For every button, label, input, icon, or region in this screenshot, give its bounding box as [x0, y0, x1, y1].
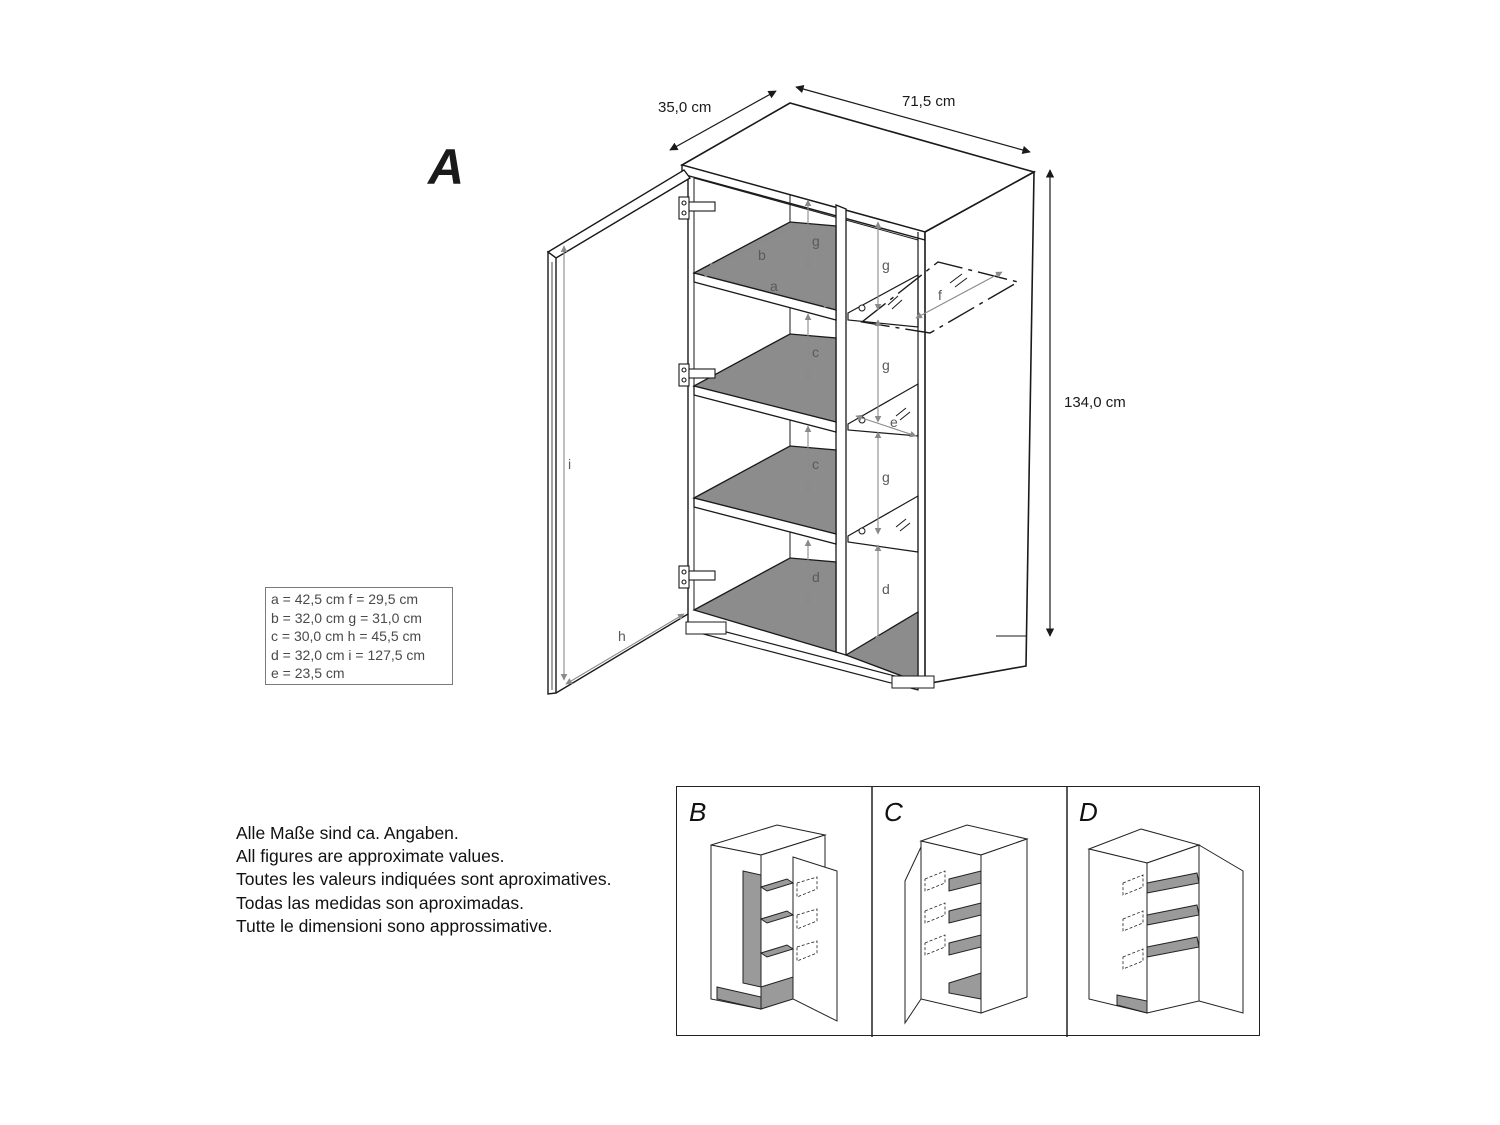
middle-divider — [835, 204, 847, 656]
door-bottom-edge — [555, 613, 689, 694]
variant-label-d: D — [1079, 797, 1098, 827]
door-panel — [546, 169, 692, 259]
depth-dimension-line — [669, 90, 777, 151]
depth-dimension-label: 35,0 cm — [658, 99, 712, 116]
variant-b-glass — [796, 876, 818, 962]
approximation-notes: Alle Maße sind ca. Angaben. All figures … — [236, 822, 611, 938]
letter-a: a — [770, 278, 778, 294]
letter-d: d — [882, 581, 890, 597]
legend-row: a = 42,5 cm f = 29,5 cm — [271, 591, 419, 607]
letter-b: b — [758, 247, 766, 263]
letter-f: f — [938, 287, 942, 303]
glass-shelves — [847, 273, 919, 553]
note-line: Alle Maße sind ca. Angaben. — [236, 823, 459, 843]
legend-row: b = 32,0 cm g = 31,0 cm — [271, 609, 422, 626]
variant-label-a: A — [428, 139, 465, 195]
width-dimension-line — [795, 84, 1031, 155]
variant-b-drawing — [710, 824, 838, 1022]
variant-thumbnails — [710, 787, 1244, 1037]
letter-h: h — [618, 628, 626, 644]
letter-e: e — [890, 414, 898, 430]
variant-label-c: C — [884, 797, 903, 827]
variant-panels: B C D — [676, 786, 1260, 1037]
letter-i: i — [568, 456, 571, 472]
letter-c: c — [812, 456, 819, 472]
legend-row: e = 23,5 cm — [271, 665, 345, 682]
legend-row: c = 30,0 cm h = 45,5 cm — [271, 628, 422, 645]
note-line: Toutes les valeurs indiquées sont aproxi… — [236, 869, 612, 890]
letter-d: d — [812, 569, 820, 585]
cabinet-right-side — [924, 170, 1035, 685]
letter-g: g — [882, 257, 890, 273]
interior-dimension-arrows — [560, 199, 1003, 685]
variant-d-drawing — [1087, 828, 1244, 1014]
width-dimension-label: 71,5 cm — [902, 93, 956, 110]
note-line: Tutte le dimensioni sono approssimative. — [236, 915, 553, 936]
letter-c: c — [812, 344, 819, 360]
note-line: Todas las medidas son aproximadas. — [236, 892, 524, 913]
glass-clips — [858, 304, 866, 535]
variant-label-b: B — [689, 797, 707, 827]
note-line: All figures are approximate values. — [236, 846, 505, 867]
door-inner-edge — [555, 177, 691, 259]
legend-row: d = 32,0 cm i = 127,5 cm — [271, 646, 426, 663]
dimension-legend: a = 42,5 cm f = 29,5 cm b = 32,0 cm g = … — [265, 587, 453, 685]
letter-g: g — [812, 233, 820, 249]
cabinet-drawing-a: a b c c d d e f g g g g h i — [546, 84, 1055, 695]
height-dimension-label: 134,0 cm — [1064, 394, 1126, 411]
letter-g: g — [882, 469, 890, 485]
variant-c-drawing — [904, 824, 1029, 1025]
letter-g: g — [882, 357, 890, 373]
hinge-icon — [678, 196, 716, 589]
right-bottom — [844, 610, 919, 683]
glass-shelf-detail — [860, 261, 1020, 334]
foot-right — [891, 675, 935, 689]
foot-left — [685, 621, 727, 635]
